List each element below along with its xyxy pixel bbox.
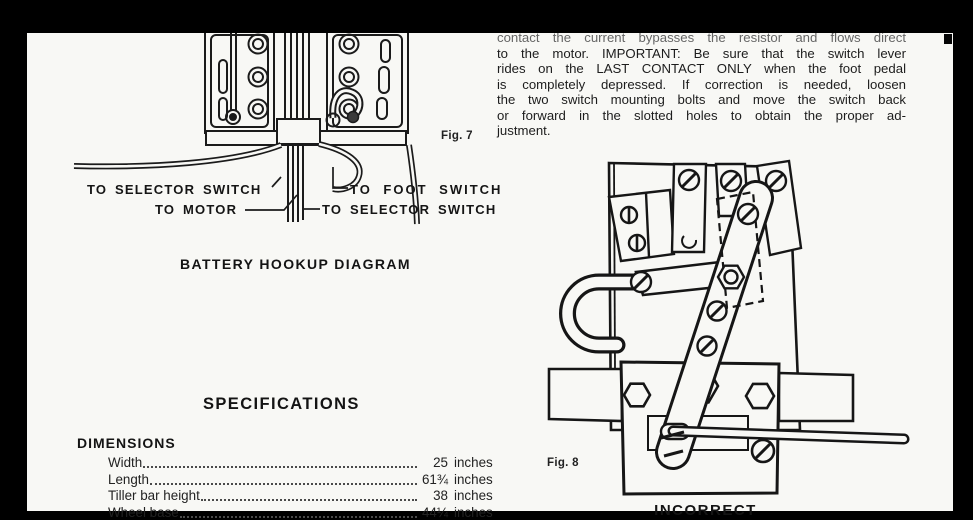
page-content: Fig. 7 TO SELECTOR SWITCH TO MOTOR TO FO… <box>27 28 953 520</box>
paragraph-line: rides on the LAST CONTACT ONLY when the … <box>497 61 906 76</box>
label-to-selector-switch-right: TO SELECTOR SWITCH <box>322 202 497 217</box>
lever-dashed-outline <box>715 190 765 310</box>
spec-label: Width <box>108 455 143 471</box>
control-rod <box>667 425 910 445</box>
dotted-leader <box>149 473 417 485</box>
table-row: Length 61¾ inches <box>108 470 496 487</box>
mount-wing-right <box>777 371 855 423</box>
body-paragraph: contact the current bypasses the resisto… <box>497 30 906 139</box>
spec-value: 61¾ <box>421 471 448 487</box>
battery-left <box>204 28 275 134</box>
fig7-caption: Fig. 7 <box>441 130 473 142</box>
label-leader-lines <box>245 167 348 211</box>
battery-hookup-figure <box>73 28 420 225</box>
label-to-motor: TO MOTOR <box>155 202 238 217</box>
spec-unit: inches <box>454 455 493 471</box>
paragraph-line: justment. <box>497 123 551 138</box>
battery-drawing <box>73 28 420 225</box>
spec-label: Tiller bar height <box>108 488 200 504</box>
dotted-leader <box>143 456 417 469</box>
contact-strips <box>607 159 803 263</box>
label-to-foot-switch: TO FOOT SWITCH <box>350 182 503 197</box>
spec-unit: inches <box>454 504 493 520</box>
spec-value: 38 <box>433 488 448 504</box>
paragraph-line: or forward in the slotted holes to obtai… <box>497 107 906 123</box>
spec-label: Length <box>108 471 149 487</box>
scan-border-top <box>0 0 973 33</box>
specifications-title: SPECIFICATIONS <box>203 395 360 413</box>
table-row: Wheel base 44¼ inches <box>108 503 496 520</box>
switch-lever <box>655 180 774 470</box>
scan-artifact <box>944 34 952 44</box>
paragraph-line: contact the current bypasses the resisto… <box>497 30 906 45</box>
scan-border-right <box>953 0 973 511</box>
outgoing-wires <box>73 141 420 225</box>
terminal-hook-wire <box>325 87 364 128</box>
wire-loop <box>559 270 653 354</box>
battery-hookup-diagram-title: BATTERY HOOKUP DIAGRAM <box>180 256 411 272</box>
table-row: Width 25 inches <box>108 454 496 470</box>
dotted-leader <box>179 506 417 518</box>
paragraph-line: to the motor. IMPORTANT: Be sure that th… <box>497 45 906 61</box>
wire-bundle-top <box>284 29 310 130</box>
table-row: Tiller bar height 38 inches <box>108 487 496 503</box>
lever-screws <box>696 202 760 357</box>
cable-clamp <box>276 118 321 145</box>
paragraph-line: the two switch mounting bolts and move t… <box>497 92 906 107</box>
dimensions-heading: DIMENSIONS <box>77 435 176 451</box>
spec-unit: inches <box>454 488 493 504</box>
wire-bundle-bottom <box>287 144 304 222</box>
spec-value: 44¼ <box>421 504 448 520</box>
spec-label: Wheel base <box>108 504 179 520</box>
spec-value: 25 <box>433 455 448 471</box>
switch-mechanism-figure <box>547 159 910 496</box>
dotted-leader <box>200 489 417 502</box>
scan-border-left <box>0 0 27 511</box>
spec-unit: inches <box>454 471 493 487</box>
switch-drawing <box>547 159 910 496</box>
label-to-selector-switch-left: TO SELECTOR SWITCH <box>87 182 262 197</box>
dimensions-table: Width 25 inches Length 61¾ inches Tiller… <box>108 454 496 520</box>
fig8-caption: Fig. 8 <box>547 457 579 469</box>
mount-wing-left <box>547 367 624 423</box>
paragraph-line: is completely depressed. If correction i… <box>497 76 906 92</box>
